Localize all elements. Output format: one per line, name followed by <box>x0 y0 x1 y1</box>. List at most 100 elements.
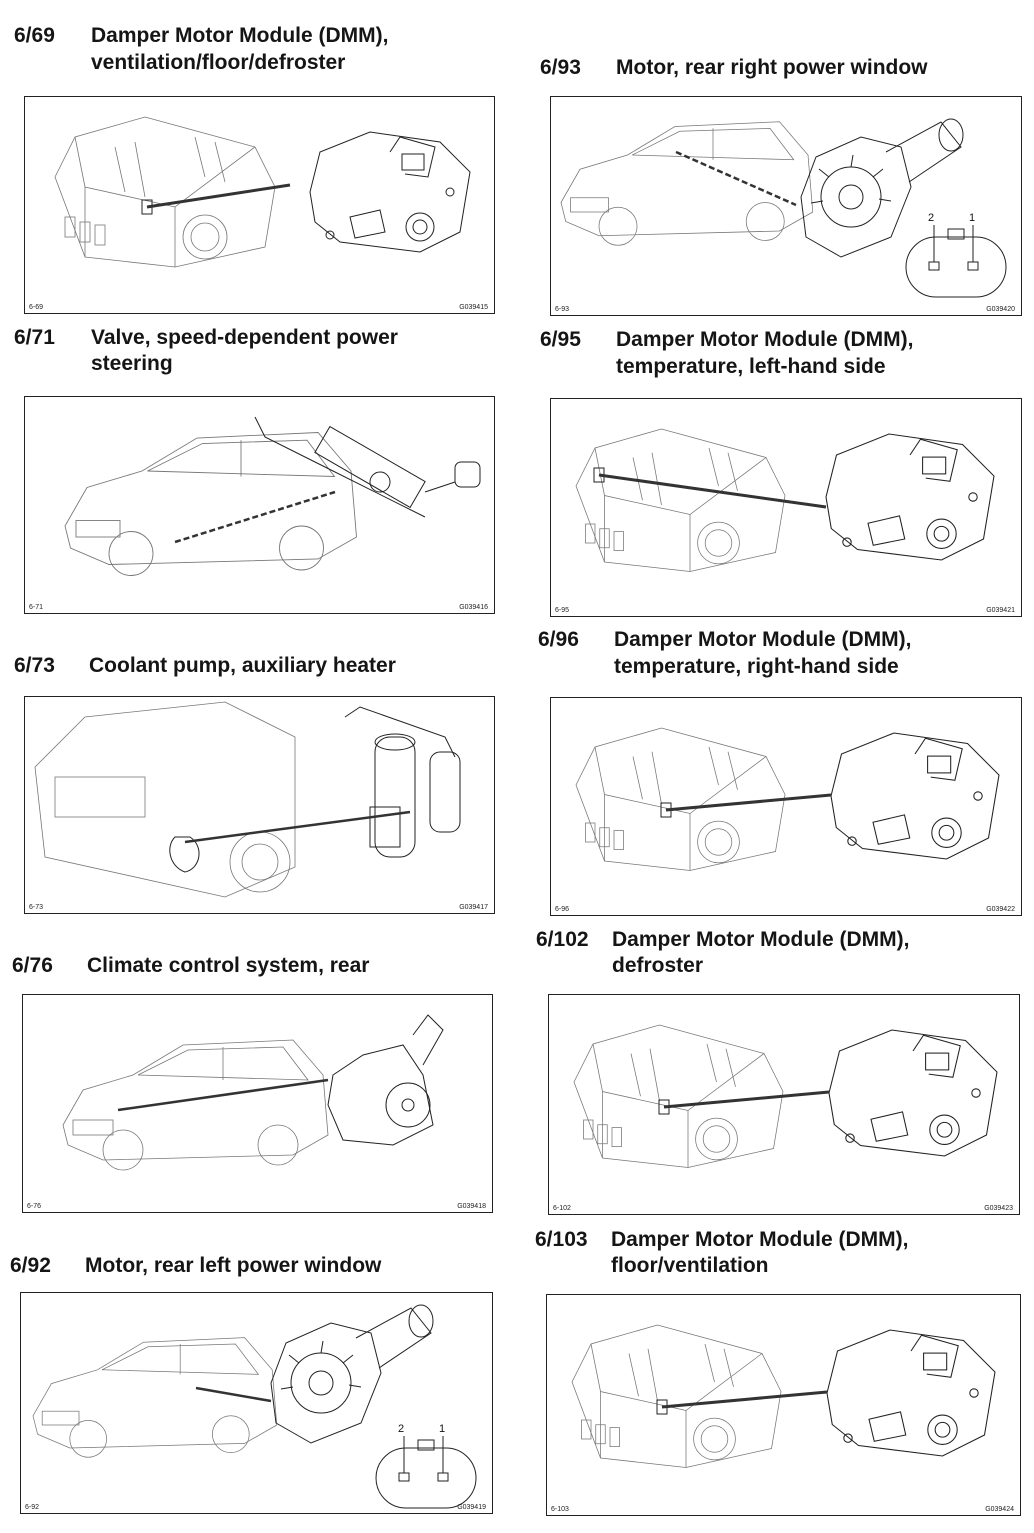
figure-ref-right: G039418 <box>457 1203 486 1210</box>
entry-number: 6/69 <box>14 24 55 47</box>
damper-motor-icon <box>826 1329 996 1457</box>
figure-coolant-pump: 6-73 G039417 <box>24 696 495 914</box>
connector-pinout: 2 1 <box>375 1423 477 1509</box>
figure-ref-left: 6-93 <box>555 306 570 313</box>
entry-title-line1: Damper Motor Module (DMM), <box>614 628 912 651</box>
entry-title-line2: defroster <box>612 954 704 977</box>
figure-steering-valve: 6-71 G039416 <box>24 396 495 614</box>
entry-number: 6/73 <box>14 654 55 677</box>
figure-ref-left: 6-73 <box>29 904 44 911</box>
entry-title-line2: floor/ventilation <box>611 1254 769 1277</box>
hvac-housing <box>575 727 786 871</box>
callout-line <box>195 1386 272 1403</box>
car-outline <box>64 432 357 576</box>
entry-title-line1: Valve, speed-dependent power <box>91 326 398 349</box>
figure-rear-right-window: 2 1 6-93 G039420 <box>550 96 1022 316</box>
entry-title-line2: ventilation/floor/defroster <box>91 51 346 74</box>
climate-illustration <box>62 1014 444 1171</box>
coolant-pump-icon <box>344 706 461 858</box>
car-outline <box>62 1039 329 1171</box>
figure-dmm-floor-ventilation: 6-103 G039424 <box>546 1294 1021 1516</box>
car-outline <box>32 1337 278 1458</box>
callout-line <box>184 810 411 844</box>
figure-ref-left: 6-92 <box>25 1504 40 1511</box>
window-motor-illustration: 2 1 <box>32 1304 477 1509</box>
rear-climate-unit-icon <box>327 1014 444 1146</box>
figure-ref-left: 6-71 <box>29 604 44 611</box>
figure-ref-left: 6-102 <box>553 1205 571 1212</box>
dmm-illustration <box>575 727 1000 871</box>
dmm-illustration <box>54 116 471 268</box>
window-motor-icon <box>270 1304 434 1444</box>
figure-ref-left: 6-69 <box>29 304 44 311</box>
entry-number: 6/95 <box>540 328 581 351</box>
entry-title-line1: Motor, rear left power window <box>85 1254 382 1277</box>
figure-ref-right: G039422 <box>986 906 1015 913</box>
entry-number: 6/103 <box>535 1228 588 1251</box>
damper-motor-icon <box>825 433 995 561</box>
figure-ref-left: 6-76 <box>27 1203 42 1210</box>
damper-motor-icon <box>309 131 471 253</box>
dmm-illustration <box>571 1324 996 1468</box>
entry-number: 6/71 <box>14 326 55 349</box>
dmm-illustration <box>573 1024 998 1168</box>
figure-ref-right: G039424 <box>985 1506 1014 1513</box>
damper-motor-icon <box>830 732 1000 860</box>
figure-ref-right: G039421 <box>986 607 1015 614</box>
hvac-housing <box>573 1024 784 1168</box>
figure-ref-right: G039416 <box>459 604 488 611</box>
pin-label: 2 <box>398 1423 404 1435</box>
steering-illustration <box>64 416 481 576</box>
figure-dmm-temp-left: 6-95 G039421 <box>550 398 1022 617</box>
pin-label: 1 <box>439 1423 445 1435</box>
figure-ref-right: G039417 <box>459 904 488 911</box>
figure-ref-right: G039419 <box>457 1504 486 1511</box>
coolant-pump-illustration <box>34 701 461 898</box>
callout-line <box>661 1390 828 1409</box>
entry-title-line1: Motor, rear right power window <box>616 56 928 79</box>
entry-number: 6/92 <box>10 1254 51 1277</box>
dmm-illustration <box>575 428 995 572</box>
entry-title-line1: Coolant pump, auxiliary heater <box>89 654 396 677</box>
callout-line <box>675 150 797 207</box>
entry-number: 6/96 <box>538 628 579 651</box>
entry-title-line1: Climate control system, rear <box>87 954 370 977</box>
callout-line <box>174 490 336 544</box>
figure-ref-left: 6-95 <box>555 607 570 614</box>
figure-dmm-temp-right: 6-96 G039422 <box>550 697 1022 916</box>
car-outline <box>560 121 814 246</box>
figure-rear-left-window: 2 1 6-92 G039419 <box>20 1292 493 1514</box>
steering-rack-icon <box>254 416 481 518</box>
entry-title-line2: temperature, left-hand side <box>616 355 886 378</box>
callout-line <box>146 183 291 209</box>
figure-ref-left: 6-103 <box>551 1506 569 1513</box>
figure-dmm-defroster: 6-102 G039423 <box>548 994 1020 1215</box>
callout-line <box>598 473 827 509</box>
hvac-housing <box>571 1324 782 1468</box>
figure-ref-right: G039415 <box>459 304 488 311</box>
entry-title-line2: temperature, right-hand side <box>614 655 899 678</box>
window-motor-illustration: 2 1 <box>560 118 1007 298</box>
figure-dmm-ventilation: 6-69 G039415 <box>24 96 495 314</box>
entry-title-line1: Damper Motor Module (DMM), <box>616 328 914 351</box>
hvac-housing <box>575 428 786 572</box>
entry-number: 6/76 <box>12 954 53 977</box>
connector-pinout: 2 1 <box>905 212 1007 298</box>
callout-line <box>665 793 832 812</box>
damper-motor-icon <box>828 1029 998 1157</box>
callout-line <box>117 1078 329 1112</box>
window-motor-icon <box>800 118 964 258</box>
car-front-outline <box>34 701 296 898</box>
pin-label: 2 <box>928 212 934 224</box>
figure-ref-left: 6-96 <box>555 906 570 913</box>
figure-ref-right: G039420 <box>986 306 1015 313</box>
entry-title-line1: Damper Motor Module (DMM), <box>611 1228 909 1251</box>
pin-label: 1 <box>969 212 975 224</box>
entry-title-line1: Damper Motor Module (DMM), <box>612 928 910 951</box>
entry-title-line1: Damper Motor Module (DMM), <box>91 24 389 47</box>
callout-line <box>663 1090 830 1109</box>
figure-climate-rear: 6-76 G039418 <box>22 994 493 1213</box>
figure-ref-right: G039423 <box>984 1205 1013 1212</box>
entry-number: 6/93 <box>540 56 581 79</box>
entry-number: 6/102 <box>536 928 589 951</box>
